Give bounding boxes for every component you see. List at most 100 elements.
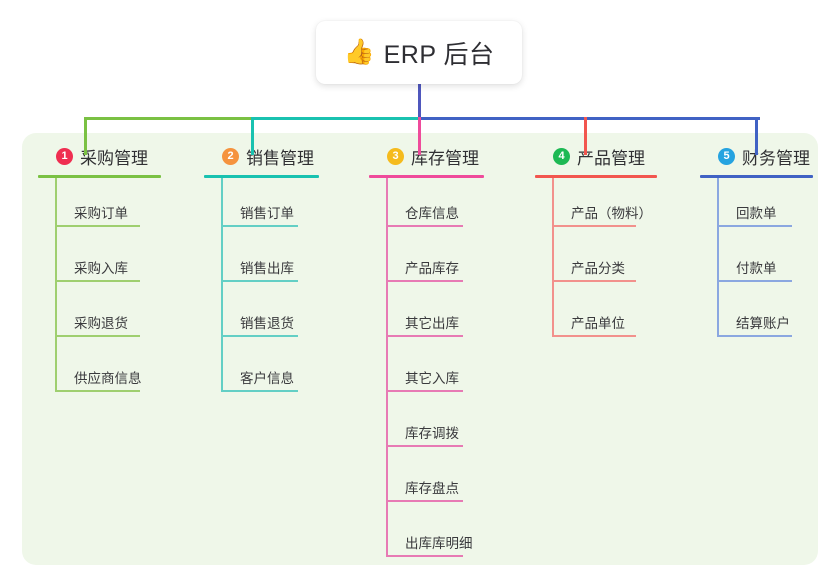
root-node-card[interactable]: 👍 ERP 后台 [316,21,522,84]
list-item-label: 产品库存 [405,261,459,276]
list-item-label: 产品（物料） [571,206,652,221]
list-item[interactable]: 仓库信息 [369,178,508,233]
column-title-1: 采购管理 [80,148,148,168]
list-item-rule [386,500,463,502]
list-item-rule [386,390,463,392]
list-item-label: 采购订单 [74,206,128,221]
list-item-rule [386,445,463,447]
list-item[interactable]: 出库库明细 [369,508,508,563]
list-item-label: 供应商信息 [74,371,142,386]
list-item[interactable]: 其它入库 [369,343,508,398]
list-item-rule [386,280,463,282]
list-item[interactable]: 付款单 [700,233,837,288]
column-items-3: 仓库信息产品库存其它出库其它入库库存调拨库存盘点出库库明细 [369,178,508,563]
horizontal-connector-segment-3 [418,117,760,120]
drop-connector-column-2 [251,117,254,155]
list-item[interactable]: 销售出库 [204,233,343,288]
drop-connector-column-1 [84,117,87,155]
column-header-3[interactable]: 3 库存管理 [369,143,508,169]
column-rule-4 [535,175,657,178]
list-item[interactable]: 采购订单 [38,178,185,233]
column-2: 2 销售管理销售订单销售出库销售退货客户信息 [204,143,343,398]
column-items-5: 回款单付款单结算账户 [700,178,837,343]
list-item[interactable]: 产品单位 [535,288,681,343]
list-item[interactable]: 产品库存 [369,233,508,288]
list-item-label: 库存调拨 [405,426,459,441]
list-item[interactable]: 产品（物料） [535,178,681,233]
root-node-title: ERP 后台 [383,40,495,69]
list-item-label: 其它入库 [405,371,459,386]
horizontal-connector-segment-1 [84,117,254,120]
horizontal-connector-segment-2 [251,117,421,120]
list-item-label: 采购退货 [74,316,128,331]
list-item[interactable]: 采购退货 [38,288,185,343]
list-item[interactable]: 回款单 [700,178,837,233]
list-item-label: 销售订单 [240,206,294,221]
list-item[interactable]: 供应商信息 [38,343,185,398]
column-header-4[interactable]: 4 产品管理 [535,143,681,169]
column-badge-5: 5 [718,147,735,165]
list-item-rule [386,335,463,337]
column-stem-1 [55,178,57,392]
list-item-label: 客户信息 [240,371,294,386]
list-item-rule [221,280,298,282]
list-item-rule [221,335,298,337]
list-item-rule [552,225,636,227]
list-item-label: 销售出库 [240,261,294,276]
list-item[interactable]: 采购入库 [38,233,185,288]
list-item-rule [221,225,298,227]
list-item[interactable]: 其它出库 [369,288,508,343]
list-item-label: 出库库明细 [405,536,473,551]
list-item-rule [386,225,463,227]
list-item-label: 其它出库 [405,316,459,331]
list-item-rule [552,335,636,337]
list-item[interactable]: 销售退货 [204,288,343,343]
column-badge-1: 1 [56,147,73,165]
list-item-rule [55,280,140,282]
column-title-4: 产品管理 [577,148,645,168]
list-item-rule [55,390,140,392]
list-item-rule [717,225,792,227]
drop-connector-column-5 [755,117,758,155]
root-trunk-connector [418,84,421,119]
list-item[interactable]: 客户信息 [204,343,343,398]
column-header-1[interactable]: 1 采购管理 [38,143,185,169]
column-1: 1 采购管理采购订单采购入库采购退货供应商信息 [38,143,185,398]
column-4: 4 产品管理产品（物料） 产品分类产品单位 [535,143,681,343]
drop-connector-column-4 [584,117,587,155]
list-item-label: 仓库信息 [405,206,459,221]
list-item-rule [55,225,140,227]
column-stem-3 [386,178,388,557]
column-header-2[interactable]: 2 销售管理 [204,143,343,169]
list-item-label: 产品单位 [571,316,625,331]
list-item-label: 产品分类 [571,261,625,276]
list-item-label: 回款单 [736,206,777,221]
list-item-rule [55,335,140,337]
list-item-label: 结算账户 [736,316,790,331]
list-item-rule [717,335,792,337]
column-badge-2: 2 [222,147,239,165]
thumbs-up-icon: 👍 [343,38,375,66]
list-item[interactable]: 库存调拨 [369,398,508,453]
list-item[interactable]: 结算账户 [700,288,837,343]
diagram-panel [22,133,818,565]
list-item[interactable]: 库存盘点 [369,453,508,508]
column-rule-5 [700,175,813,178]
column-rule-2 [204,175,319,178]
drop-connector-column-3 [418,117,421,155]
list-item-label: 销售退货 [240,316,294,331]
list-item[interactable]: 销售订单 [204,178,343,233]
column-stem-2 [221,178,223,392]
list-item-rule [221,390,298,392]
column-badge-4: 4 [553,147,570,165]
column-stem-5 [717,178,719,337]
list-item-label: 库存盘点 [405,481,459,496]
column-rule-1 [38,175,161,178]
column-title-2: 销售管理 [246,148,314,168]
column-badge-3: 3 [387,147,404,165]
list-item[interactable]: 产品分类 [535,233,681,288]
column-items-4: 产品（物料） 产品分类产品单位 [535,178,681,343]
column-title-3: 库存管理 [411,148,479,168]
